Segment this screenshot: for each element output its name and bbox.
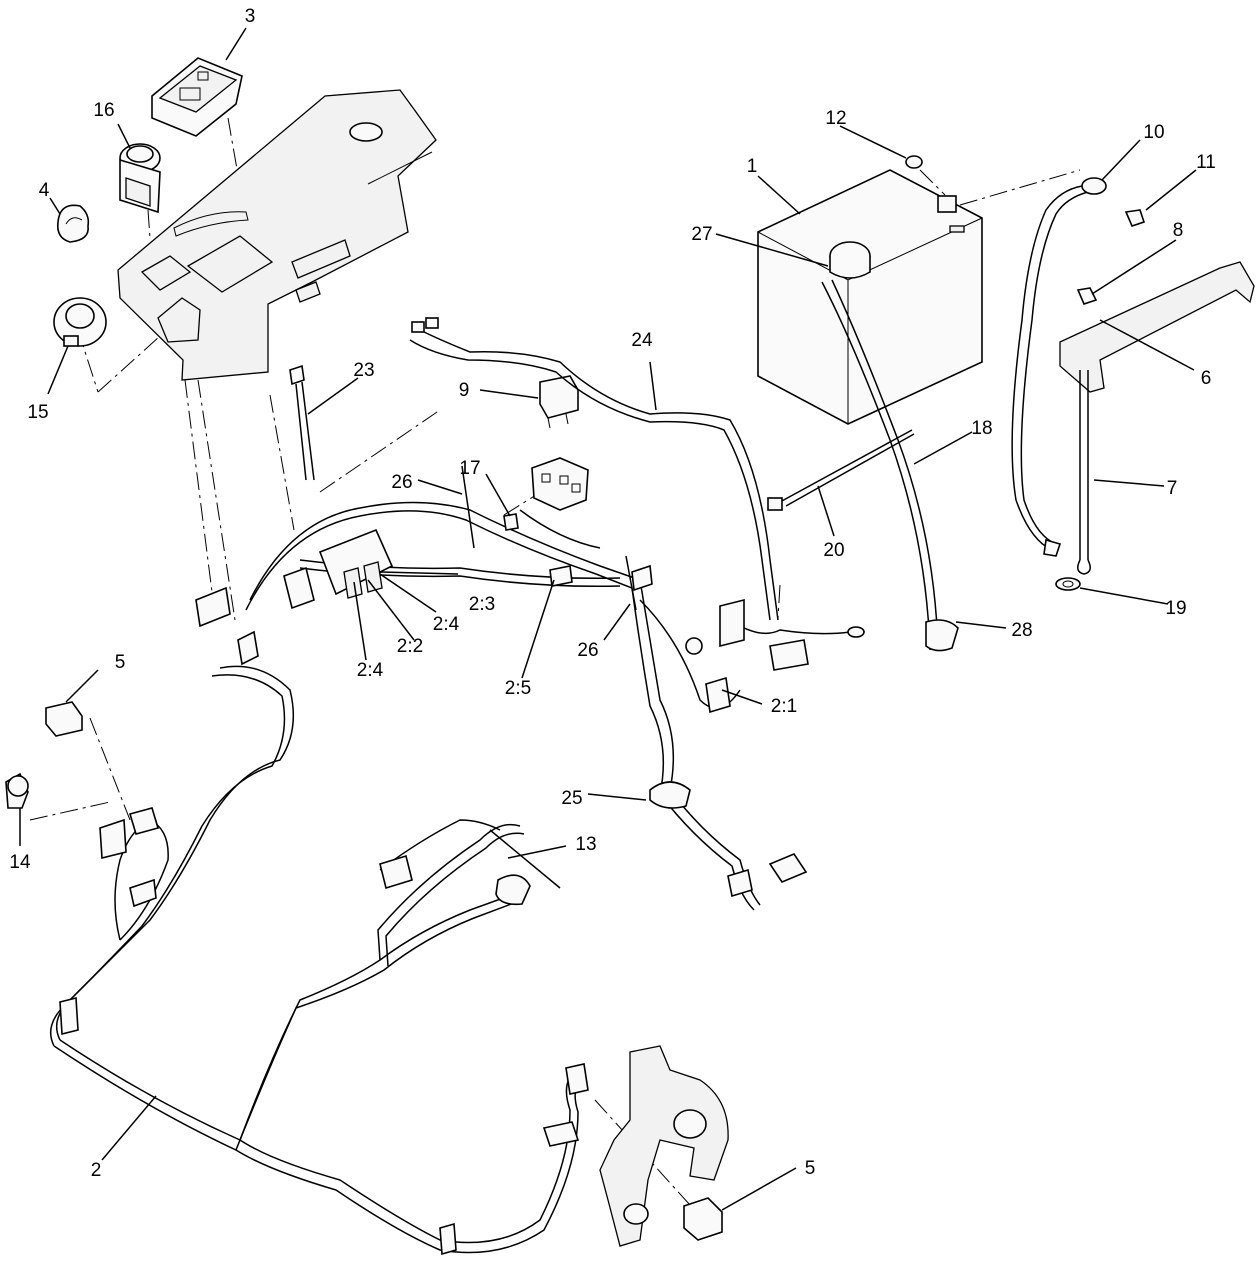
callout-5-b: 5 [805,1158,816,1179]
callout-27: 27 [691,224,712,245]
battery [757,169,983,425]
callout-25: 25 [561,788,582,809]
callout-16: 16 [93,100,114,121]
callout-1: 1 [747,156,758,177]
callout-labels: 1 2 2:1 2:2 2:3 2:4 2:4 2:5 3 4 5 5 6 7 … [9,6,1215,1181]
relay [539,375,579,429]
callout-17: 17 [459,458,480,479]
callout-2-4-b: 2:4 [357,660,384,681]
callout-19: 19 [1165,598,1186,619]
callout-2-2: 2:2 [397,636,423,657]
ignition-switch [53,297,107,347]
callout-2-1: 2:1 [771,696,797,717]
battery-hold-down [1055,261,1255,591]
callout-14: 14 [9,852,31,873]
relay-socket [531,457,589,511]
callout-20: 20 [823,540,844,561]
cable-ties [461,429,915,889]
callout-10: 10 [1143,122,1164,143]
positive-cable [821,241,959,652]
callout-18: 18 [971,418,992,439]
callout-5-a: 5 [115,652,126,673]
callout-12: 12 [825,108,846,129]
hour-meter [151,57,243,137]
callout-2-5: 2:5 [505,678,531,699]
callout-7: 7 [1167,478,1178,499]
push-switch [119,143,161,214]
callout-28: 28 [1011,620,1032,641]
callout-26-a: 26 [391,472,412,493]
control-panel-plate [117,89,437,381]
harness-connectors [59,364,865,1256]
terminal-bolt [905,155,1146,227]
callout-8: 8 [1173,220,1184,241]
callout-9: 9 [459,380,470,401]
leader-lines [19,27,1197,1211]
callout-2: 2 [91,1160,102,1181]
ignition-key [56,204,90,243]
callout-11: 11 [1196,152,1216,173]
callout-15: 15 [27,402,48,423]
negative-cable [1011,177,1107,557]
brake-bracket [599,1045,729,1247]
callout-23: 23 [353,360,374,381]
callout-6: 6 [1201,368,1212,389]
callout-4: 4 [39,180,50,201]
callout-2-4-a: 2:4 [433,614,460,635]
callout-3: 3 [245,6,256,27]
main-wire-harness [49,317,851,1254]
brake-switch [683,1197,723,1241]
callout-26-b: 26 [577,640,598,661]
callout-13: 13 [575,834,596,855]
callout-24: 24 [631,330,653,351]
seat-switch [5,701,83,809]
callout-2-3: 2:3 [469,594,495,615]
